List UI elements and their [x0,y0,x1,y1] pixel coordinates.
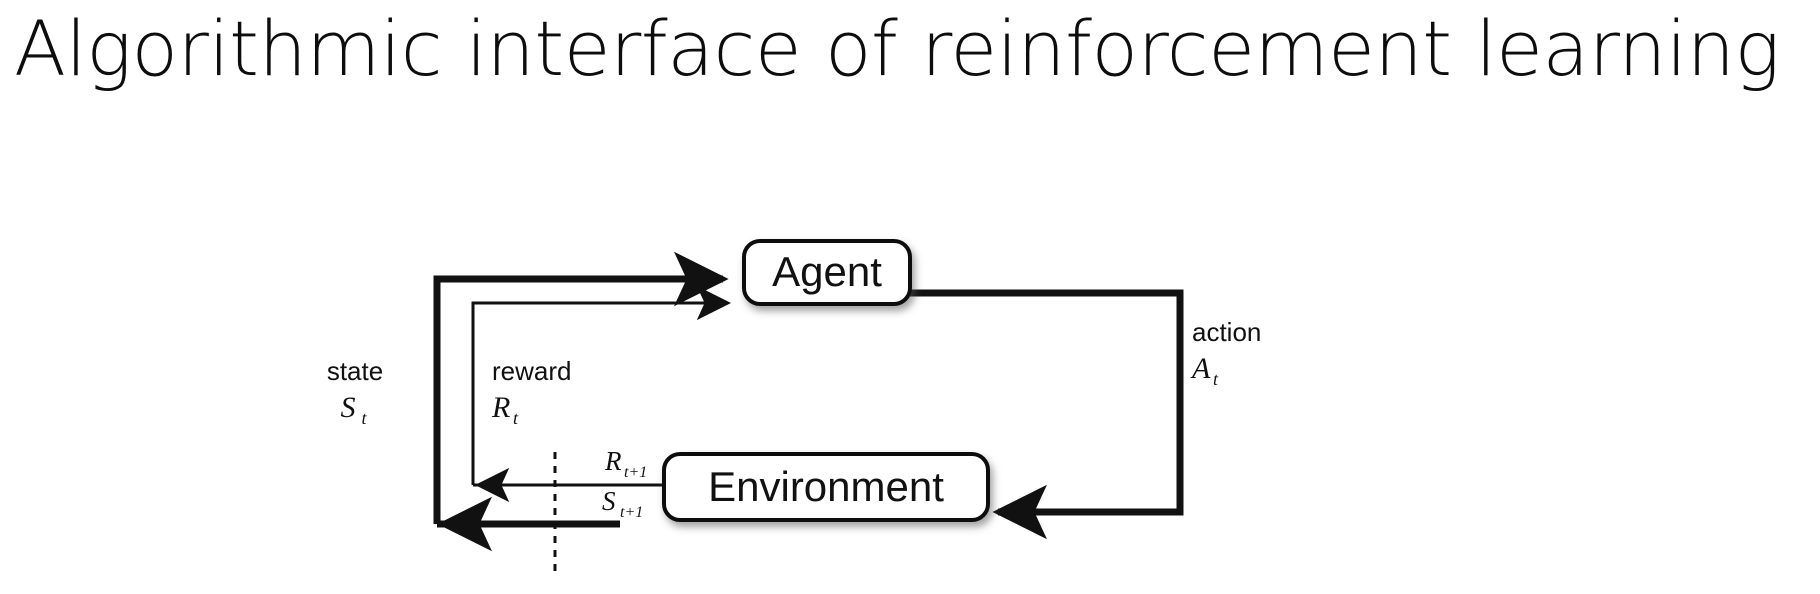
action-label-subscript: t [1213,369,1219,389]
reward-label-subscript: t [513,408,519,428]
environment-box[interactable] [662,452,990,522]
reward-next-subscript: t+1 [624,464,647,481]
action-label-word: action [1192,317,1261,347]
state-edge [433,251,729,552]
action-label-group: action A t [1190,317,1261,389]
reward-edge-path [471,285,732,485]
state-edge-path [433,251,729,524]
agent-node[interactable]: Agent [742,239,912,306]
state-label-symbol: S [341,391,356,424]
action-edge-path [906,289,1184,540]
agent-label: Agent [772,248,882,295]
reward-label-group: reward R t [491,356,571,428]
reward-label-word: reward [492,356,571,386]
state-next-label-group: S t+1 [602,486,643,521]
page-title: Algorithmic interface of reinforcement l… [14,4,1780,93]
environment-label: Environment [708,463,944,510]
reward-edge [471,285,732,503]
state-label-group: state S t [327,356,383,428]
reward-label-symbol: R [491,391,510,424]
state-label-word: state [327,356,383,386]
environment-node[interactable]: Environment [662,452,990,522]
state-label-subscript: t [361,408,367,428]
action-label-symbol: A [1190,352,1211,385]
state-next-subscript: t+1 [620,504,643,521]
state-next-symbol: S [602,486,616,516]
action-edge [906,289,1184,540]
reward-next-symbol: R [604,446,622,476]
agent-box[interactable] [742,239,912,306]
reward-next-label-group: R t+1 [604,446,647,481]
